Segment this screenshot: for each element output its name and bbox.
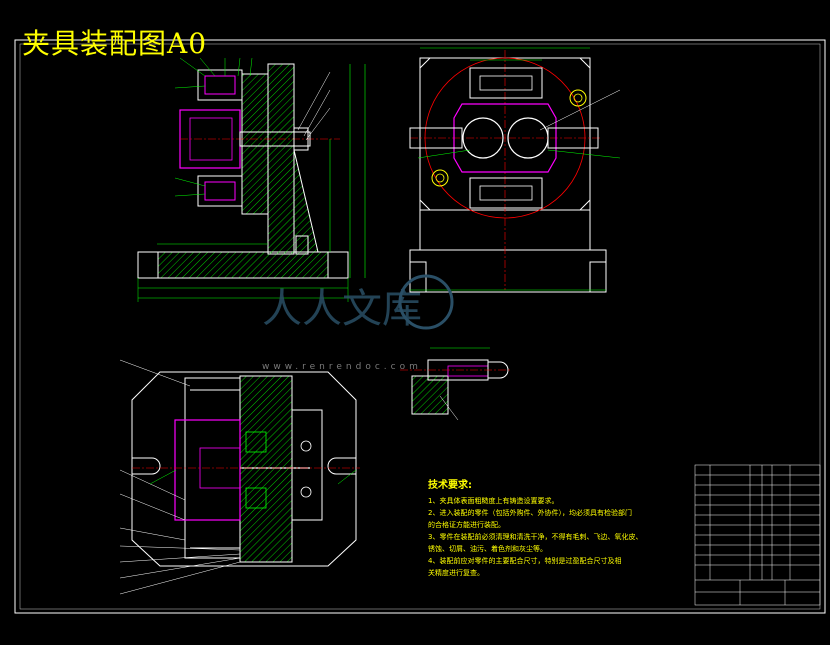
tech-heading: 技术要求: — [428, 480, 472, 491]
tech-line: 关精度进行复查。 — [428, 569, 484, 577]
tech-line: 锈蚀、切屑、油污、着色剂和灰尘等。 — [428, 545, 547, 553]
title-block — [694, 464, 821, 606]
sheet-inner-border — [19, 43, 821, 610]
watermark-text: 人人文库 — [262, 286, 422, 332]
tech-line: 1、夹具体表面粗糙度上有铸造设置要求。 — [428, 497, 559, 505]
tech-line: 的合格证方能进行装配。 — [428, 521, 505, 529]
side-view — [409, 47, 621, 293]
sheet-border — [14, 39, 826, 614]
front-view — [137, 57, 366, 302]
watermark-circle — [398, 274, 454, 330]
tech-line: 2、进入装配的零件（包括外购件、外协件），均必须具有检验部门 — [428, 509, 632, 517]
tech-line: 4、装配前应对零件的主要配合尺寸，特别是过盈配合尺寸及相 — [428, 557, 622, 565]
watermark-url: www.renrendoc.com — [262, 362, 422, 372]
drawing-title: 夹具装配图A0 — [22, 27, 208, 60]
top-view — [119, 359, 360, 595]
detail-view — [400, 347, 512, 421]
technical-requirements: 技术要求: 1、夹具体表面粗糙度上有铸造设置要求。 2、进入装配的零件（包括外购… — [428, 476, 642, 579]
tech-line: 3、零件在装配前必须清理和清洗干净，不得有毛刺、飞边、氧化皮、 — [428, 533, 643, 541]
